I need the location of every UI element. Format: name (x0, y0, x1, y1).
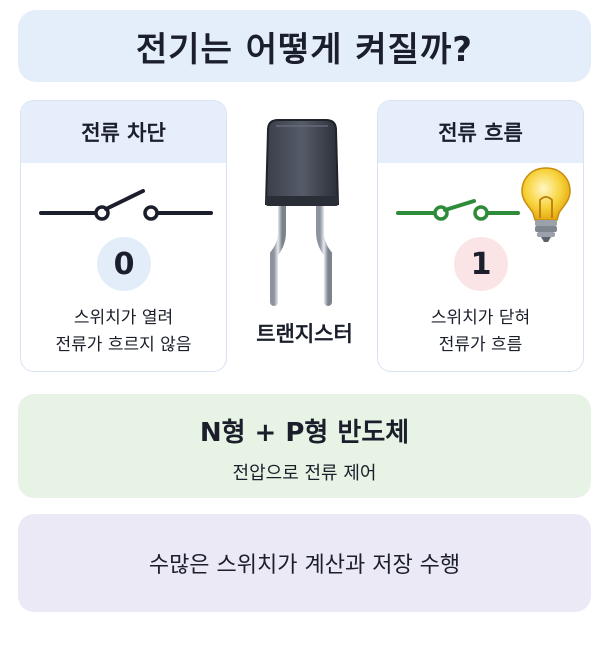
binary-one-badge: 1 (454, 237, 508, 291)
card-description: 스위치가 열려 전류가 흐르지 않음 (21, 305, 226, 359)
summary-text: 수많은 스위치가 계산과 저장 수행 (148, 553, 461, 578)
open-switch-icon (39, 189, 213, 221)
page-title: 전기는 어떻게 켜질까? (136, 29, 473, 70)
closed-switch-icon (396, 199, 520, 221)
card-heading: 전류 흐름 (378, 101, 583, 163)
card-description: 스위치가 닫혀 전류가 흐름 (378, 305, 583, 359)
transistor-label: 트랜지스터 (256, 322, 353, 346)
description-line-1: 스위치가 열려 (73, 308, 174, 328)
card-heading: 전류 차단 (21, 101, 226, 163)
title-banner: 전기는 어떻게 켜질까? (18, 10, 591, 82)
semiconductor-subtitle: 전압으로 전류 제어 (232, 463, 377, 484)
description-line-2: 전류가 흐름 (438, 335, 523, 355)
card-current-flowing: 전류 흐름 1 스위치가 닫혀 전류가 흐름 (377, 100, 584, 372)
card-current-blocked: 전류 차단 0 스위치가 열려 전류가 흐르지 않음 (20, 100, 227, 372)
description-line-1: 스위치가 닫혀 (430, 308, 531, 328)
light-bulb-icon (521, 167, 571, 242)
description-line-2: 전류가 흐르지 않음 (55, 335, 192, 355)
binary-zero-badge: 0 (97, 237, 151, 291)
summary-panel: 수많은 스위치가 계산과 저장 수행 (18, 514, 591, 612)
semiconductor-title: N형 + P형 반도체 (199, 418, 410, 448)
semiconductor-panel: N형 + P형 반도체 전압으로 전류 제어 (18, 394, 591, 498)
transistor-icon (264, 119, 340, 306)
